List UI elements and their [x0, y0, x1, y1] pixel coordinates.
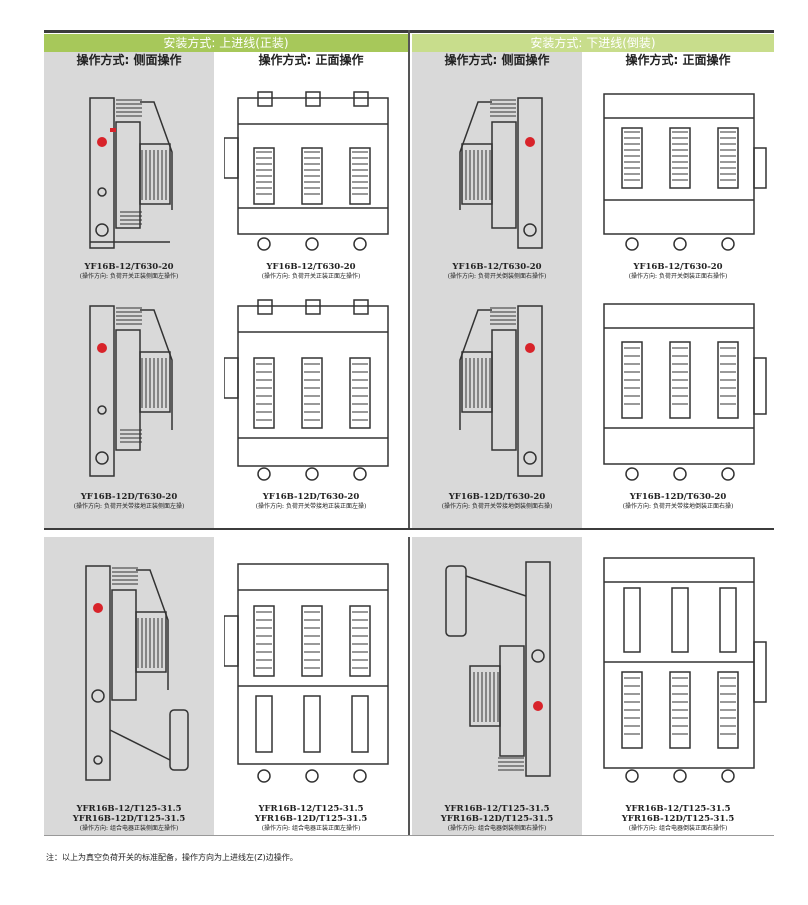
side-view-earthing-switch-drawing-1 — [89, 305, 173, 477]
front-view-switch-drawing-1 — [224, 91, 389, 251]
side-view-switch-drawing-2 — [459, 97, 543, 249]
footnote: 注：以上为真空负荷开关的标准配备，操作方向为上进线左(Z)边操作。 — [46, 853, 298, 862]
header-bottom-mount: 安装方式: 下进线(倒装) — [412, 34, 774, 52]
side-view-switch-drawing-1 — [89, 97, 173, 249]
caption-r2c3: YF16B-12D/T630-20(操作方向: 负荷开关带接地倒装侧面右操) — [441, 492, 553, 510]
panel-col1-upper — [44, 52, 214, 528]
subheader-2: 操作方式: 正面操作 — [258, 53, 364, 67]
side-view-earthing-switch-drawing-2 — [459, 305, 543, 477]
panel-col3-upper — [412, 52, 582, 528]
front-view-fuse-combination-drawing-1 — [224, 563, 389, 783]
subheader-3: 操作方式: 侧面操作 — [444, 53, 550, 67]
side-view-fuse-combination-drawing-2 — [445, 561, 551, 777]
subheader-4: 操作方式: 正面操作 — [625, 53, 731, 67]
front-view-earthing-switch-drawing-2 — [603, 303, 767, 481]
caption-r2c1: YF16B-12D/T630-20(操作方向: 负荷开关带接地正装侧面左操) — [73, 492, 185, 510]
caption-r1c3: YF16B-12/T630-20(操作方向: 负荷开关倒装侧面右操作) — [447, 262, 547, 280]
subheader-1: 操作方式: 侧面操作 — [76, 53, 182, 67]
header-top-mount: 安装方式: 上进线(正装) — [44, 34, 408, 52]
center-divider-lower — [408, 537, 410, 835]
caption-r1c1: YF16B-12/T630-20(操作方向: 负荷开关正装侧面左操作) — [79, 262, 179, 280]
section-rule — [44, 528, 774, 537]
front-view-earthing-switch-drawing-1 — [224, 299, 389, 481]
caption-r2c2: YF16B-12D/T630-20(操作方向: 负荷开关带接地正装正面左操) — [255, 492, 367, 510]
front-view-fuse-combination-drawing-2 — [603, 557, 767, 783]
front-view-switch-drawing-2 — [603, 93, 767, 251]
panel-col4-upper — [582, 52, 774, 528]
caption-r2c4: YF16B-12D/T630-20(操作方向: 负荷开关带接地倒装正面右操) — [622, 492, 734, 510]
center-divider-upper — [408, 30, 410, 528]
bottom-rule — [44, 835, 774, 836]
side-view-fuse-combination-drawing-1 — [85, 565, 189, 781]
panel-col1-lower — [44, 537, 214, 835]
caption-r1c2: YF16B-12/T630-20(操作方向: 负荷开关正装正面左操作) — [261, 262, 361, 280]
caption-r1c4: YF16B-12/T630-20(操作方向: 负荷开关倒装正面右操作) — [628, 262, 728, 280]
panel-col2-upper — [214, 52, 408, 528]
